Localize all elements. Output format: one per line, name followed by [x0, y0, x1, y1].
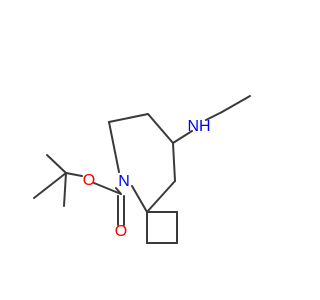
- label-o-ester: O: [83, 172, 95, 189]
- bond-nh-c8: [172, 130, 193, 144]
- label-nh: NH: [187, 118, 210, 135]
- label-n-ring: N: [118, 173, 130, 190]
- structure-diagram: NH N O O: [33, 95, 251, 244]
- bond-cquat-me2: [33, 172, 67, 199]
- molecule-canvas: NH N O O: [33, 95, 251, 244]
- bond-ch2-nh: [205, 111, 223, 121]
- bond-c7-c6: [108, 113, 149, 123]
- bond-n5-c4: [131, 185, 148, 213]
- label-o-carbonyl: O: [115, 223, 127, 240]
- bond-c8-c7: [147, 113, 174, 144]
- bond-cquat-me1: [46, 154, 67, 174]
- bond-o-cquat: [65, 172, 83, 177]
- bond-ch3-ch2: [221, 95, 251, 113]
- bond-c6-n5: [108, 121, 120, 173]
- bond-c4-c9: [146, 180, 176, 213]
- bond-ccarbonyl-o-ester: [93, 182, 122, 195]
- bonds: [33, 95, 251, 244]
- bond-cquat-me3: [63, 172, 67, 207]
- bond-c9-c8: [172, 142, 176, 182]
- atom-labels: NH N O O: [83, 118, 211, 240]
